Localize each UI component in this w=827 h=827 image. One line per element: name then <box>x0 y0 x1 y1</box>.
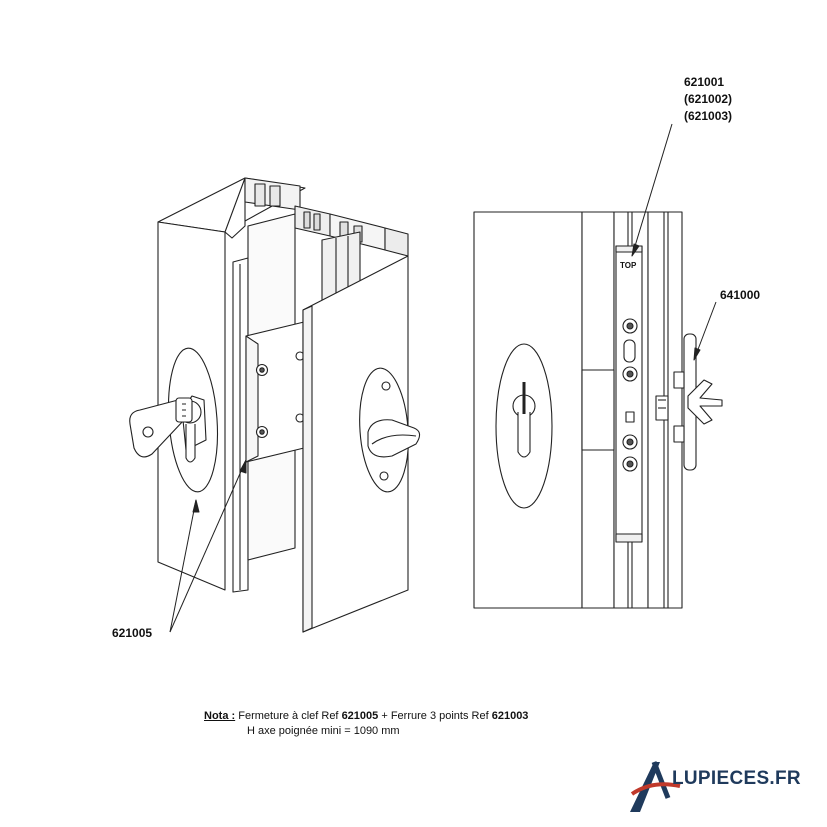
profile-3d-view <box>129 177 421 633</box>
ref-621003: (621003) <box>684 109 732 123</box>
nota-line-2: H axe poignée mini = 1090 mm <box>247 725 400 737</box>
nota-line-1: Nota : Fermeture à clef Ref 621005 + Fer… <box>204 709 528 724</box>
handle-lever-icon <box>687 379 723 425</box>
ref-621005: 621005 <box>112 626 152 640</box>
thumbturn-icon <box>367 381 421 481</box>
elevation-view <box>473 211 723 609</box>
nota-text-b: + Ferrure 3 points Ref <box>381 710 489 722</box>
logo-a-icon <box>630 761 681 812</box>
key-icon <box>129 397 193 458</box>
logo-text: LUPIECES.FR <box>672 768 801 789</box>
nota-label: Nota : <box>204 710 236 722</box>
nota-text-a: Fermeture à clef Ref <box>238 710 339 722</box>
nota-block: Nota : Fermeture à clef Ref 621005 + Fer… <box>204 709 528 739</box>
ref-621001: 621001 <box>684 75 724 89</box>
nota-ref-1: 621005 <box>341 710 379 722</box>
leader-lines <box>169 123 717 633</box>
ref-621002: (621002) <box>684 92 732 106</box>
lock-body <box>581 369 615 451</box>
top-mark: TOP <box>620 261 637 270</box>
nota-ref-2: 621003 <box>491 710 529 722</box>
ref-641000: 641000 <box>720 288 760 302</box>
alupieces-logo[interactable]: LUPIECES.FR <box>628 758 813 814</box>
espag-faceplate <box>615 245 643 541</box>
